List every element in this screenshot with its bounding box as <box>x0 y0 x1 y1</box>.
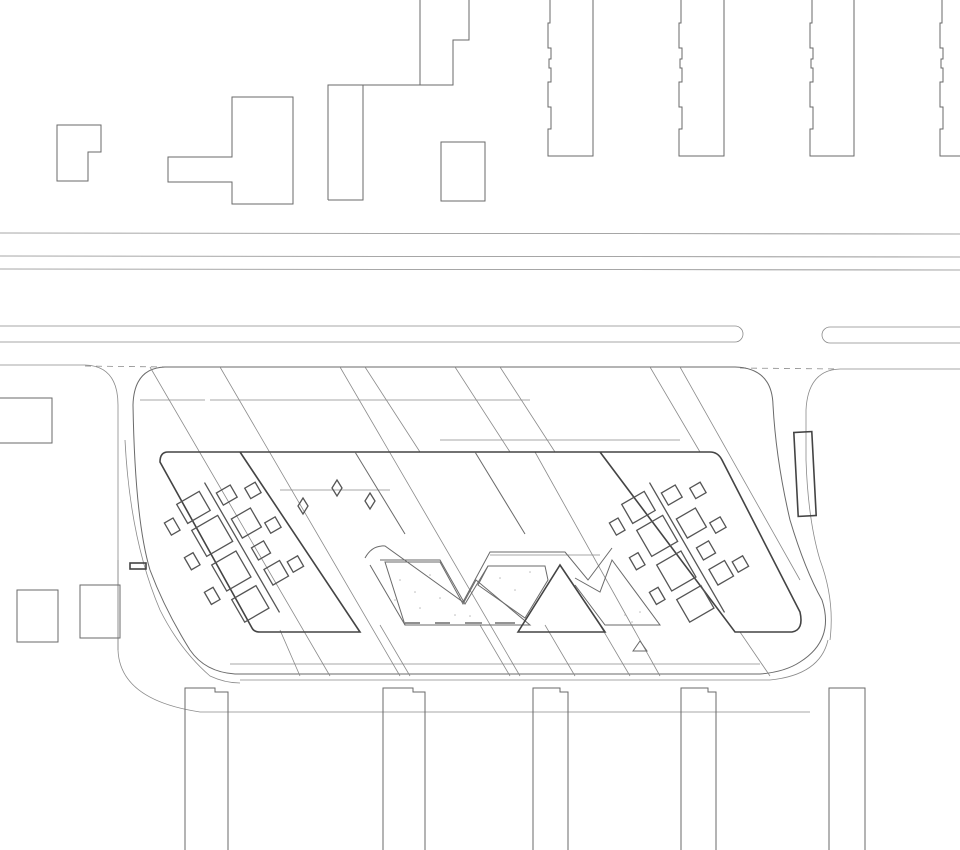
curb <box>0 364 119 650</box>
site-block <box>124 366 829 684</box>
courtyard <box>574 558 661 626</box>
terrace-building <box>939 0 960 157</box>
building-outline <box>532 687 569 850</box>
courtyard <box>384 561 532 626</box>
planting-dots <box>394 571 641 623</box>
building-outline <box>159 451 802 633</box>
west-wing-units <box>163 481 305 624</box>
main-building <box>159 451 802 652</box>
building-outline <box>167 96 294 205</box>
building-outline <box>828 687 866 850</box>
paving-lines <box>140 366 801 677</box>
marker-triangle <box>632 640 648 652</box>
courtyards <box>384 558 661 652</box>
north-buildings <box>56 0 960 205</box>
courtyard <box>477 565 549 619</box>
courtyard-triangle <box>516 563 607 633</box>
bus-shelter <box>792 430 818 518</box>
building-outline <box>327 0 470 200</box>
terrace-building <box>547 0 594 157</box>
building-outline <box>16 589 59 643</box>
street <box>0 232 960 713</box>
building-outline <box>56 124 102 182</box>
west-buildings <box>0 397 121 643</box>
median <box>0 325 744 343</box>
building-outline <box>184 687 229 850</box>
building-outline <box>680 687 717 850</box>
block-curb <box>132 366 826 675</box>
sidewalk-edge <box>124 439 829 684</box>
curb <box>117 560 810 713</box>
building-outline <box>382 687 426 850</box>
south-buildings <box>184 687 866 850</box>
terrace-building <box>678 0 725 157</box>
skylights <box>297 478 376 516</box>
building-outline <box>0 397 53 444</box>
bus-shelter <box>129 562 147 570</box>
building-outline <box>440 141 486 202</box>
terrace-building <box>809 0 855 157</box>
east-wing-units <box>608 481 750 624</box>
curb <box>805 368 960 641</box>
roof-planes <box>354 451 613 626</box>
building-outline <box>328 0 421 201</box>
median <box>821 326 960 344</box>
building-outline <box>79 584 121 639</box>
